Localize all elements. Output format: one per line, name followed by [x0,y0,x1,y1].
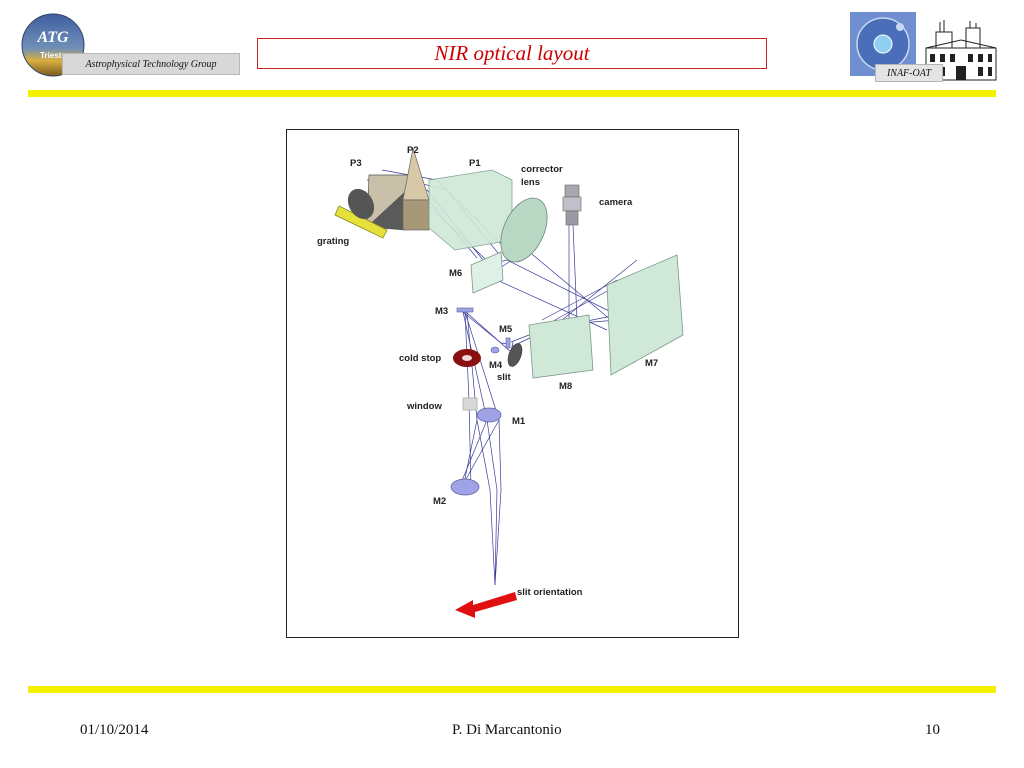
inaf-logo [850,12,916,76]
label-p3: P3 [350,158,362,169]
label-corrector-line2: lens [521,177,540,188]
label-m7: M7 [645,358,658,369]
label-m3: M3 [435,306,448,317]
label-cold-stop: cold stop [399,353,441,364]
inaf-label: INAF-OAT [875,64,943,82]
label-grating: grating [317,236,349,247]
label-m1: M1 [512,416,526,427]
mirror-m7 [606,254,684,376]
slide-title: NIR optical layout [257,38,767,69]
prism-p2-base [402,199,430,231]
label-slit: slit [497,372,512,383]
mirror-m5 [505,337,511,349]
slit-orientation-arrow [455,592,517,618]
label-m8: M8 [559,381,572,392]
footer-author: P. Di Marcantonio [452,722,562,738]
mirror-m6 [470,251,504,294]
atg-label: Astrophysical Technology Group [62,53,240,75]
mirror-m4 [490,346,500,354]
grating-mount [347,188,375,220]
grating [334,205,388,239]
window [462,397,478,411]
optical-layout-diagram: P3 P2 P1 corrector lens camera grating M… [286,129,739,638]
label-m5: M5 [499,324,513,335]
label-slit-orientation: slit orientation [517,587,583,598]
corrector-lens [500,197,548,263]
header-divider [28,90,996,97]
mirror-m2 [450,478,480,496]
label-window: window [406,401,442,412]
label-corrector-line1: corrector [521,164,563,175]
optical-layout-svg: P3 P2 P1 corrector lens camera grating M… [317,145,684,618]
label-p2: P2 [407,145,419,156]
mirror-m8 [528,314,594,379]
footer-page-number: 10 [925,722,940,738]
footer-divider [28,686,996,693]
slide-title-text: NIR optical layout [434,41,590,65]
slit [507,343,523,367]
camera [562,184,582,226]
mirror-m3 [456,307,474,313]
label-m4: M4 [489,360,503,371]
label-p1: P1 [469,158,481,169]
prism-p1 [428,169,513,251]
label-m2: M2 [433,496,446,507]
mirror-m1 [476,407,502,423]
label-camera: camera [599,197,633,208]
label-m6: M6 [449,268,462,279]
atg-logo-text: ATG [36,29,69,46]
footer-date: 01/10/2014 [80,722,149,738]
cold-stop-aperture [462,355,472,361]
atg-logo-subtext: Trieste [40,51,66,60]
